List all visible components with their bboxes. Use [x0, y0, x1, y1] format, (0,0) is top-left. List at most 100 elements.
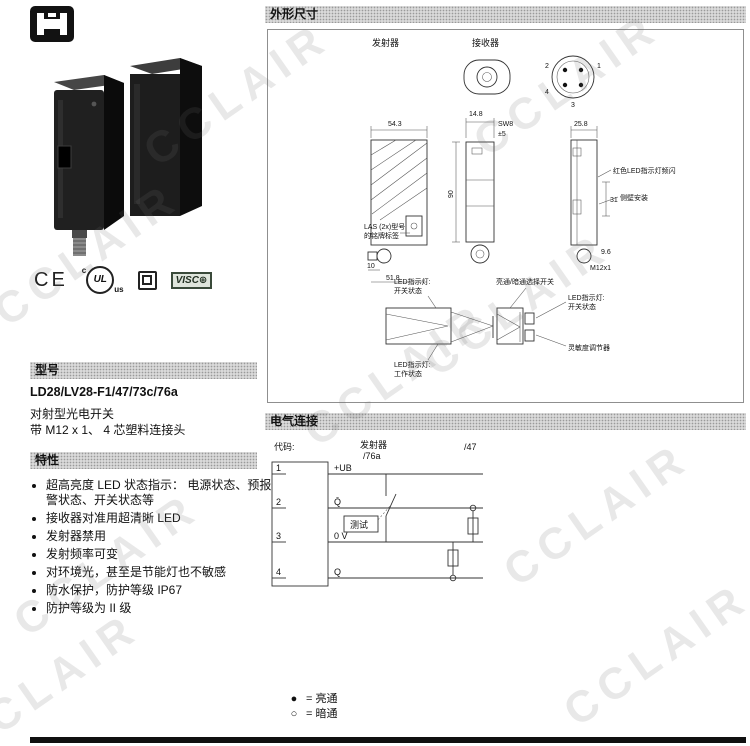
connector-pinout: 2 1 4 3 — [545, 55, 601, 109]
feature-item: 防水保护，防护等级 IP67 — [46, 583, 272, 598]
status-led — [91, 101, 97, 107]
pin-3-label: 3 — [571, 102, 575, 109]
pin-label-q: Q — [334, 567, 341, 577]
watermark: CCLAIR — [0, 603, 149, 746]
annotation-led-power-2: 工作状态 — [394, 369, 422, 378]
dim-m12x1: M12x1 — [590, 265, 611, 272]
feature-item: 超高亮度 LED 状态指示： 电源状态、预报警状态、开关状态等 — [46, 478, 272, 508]
legend-light-on: ● = 亮通 — [288, 692, 338, 707]
annotation-side-mount: 侧壁安装 — [620, 193, 648, 202]
receiver-label: 接收器 — [472, 37, 499, 48]
annotation-las-line2: 的铭牌标签 — [364, 231, 399, 240]
pin-number: 4 — [276, 567, 281, 577]
feature-item: 接收器对准用超清晰 LED — [46, 511, 272, 526]
ul-us-label: us — [114, 285, 124, 294]
annotation-red-led: 红色LED指示灯频闪 — [613, 166, 676, 175]
pin-number: 3 — [276, 531, 281, 541]
emitter-side-view: 54.3 90 10 51.8 — [367, 121, 460, 283]
feature-item: 发射频率可变 — [46, 547, 272, 562]
model-name: LD28/LV28-F1/47/73c/76a — [30, 385, 178, 399]
dim-25-8: 25.8 — [574, 121, 588, 128]
dimensions-drawing-box: 发射器 接收器 2 1 4 3 — [267, 29, 744, 403]
feature-item: 发射器禁用 — [46, 529, 272, 544]
receiver-side-view: 25.8 31 9.6 M12x1 红色LED指示灯频闪 侧壁安装 — [570, 121, 676, 272]
ce-mark: CE — [34, 268, 68, 291]
model-description-line2: 带 M12 x 1、 4 芯塑料连接头 — [30, 423, 186, 437]
output-load-circuit — [447, 504, 479, 582]
signal-lines: +UB Q̄ 0 V Q — [328, 463, 483, 579]
dim-31: 31 — [610, 197, 618, 204]
rear-sensor — [130, 58, 202, 216]
features-section-header: 特性 — [30, 452, 257, 469]
emitter-test-circuit: 测试 — [343, 474, 397, 542]
feature-item: 防护等级为 II 级 — [46, 601, 272, 616]
emitter-label: 发射器 — [372, 37, 399, 48]
inner-square — [142, 275, 153, 285]
annotation-las-line1: LAS (2x)型号 — [364, 222, 405, 231]
test-label: 测试 — [350, 519, 368, 530]
annotation-led-switch-top-2: 开关状态 — [394, 286, 422, 295]
electrical-header-label: 电气连接 — [270, 414, 319, 428]
dim-90: 90 — [448, 190, 455, 198]
lens-window — [57, 145, 72, 169]
model-section-header: 型号 — [30, 362, 257, 379]
annotation-sensitivity: 灵敏度调节器 — [568, 343, 610, 352]
pin-1-label: 1 — [597, 63, 601, 70]
dim-tol: ±5 — [498, 131, 506, 138]
dim-14-8: 14.8 — [469, 111, 483, 118]
annotation-led-switch-top-1: LED指示灯: — [394, 277, 431, 286]
dim-51-8: 51.8 — [386, 275, 400, 282]
dim-54-3: 54.3 — [388, 121, 402, 128]
legend-label: = 暗通 — [306, 708, 338, 720]
electrical-section-header: 电气连接 — [265, 413, 746, 430]
features-header-label: 特性 — [35, 453, 60, 467]
variant-47-label: /47 — [464, 442, 477, 452]
feature-item: 对环境光，甚至是节能灯也不敏感 — [46, 565, 272, 580]
legend-label: = 亮通 — [306, 693, 338, 705]
dim-sw8: SW8 — [498, 121, 513, 128]
beam-schematic: LED指示灯: 开关状态 亮通/暗通选择开关 LED指示灯: 开关状态 灵敏度调… — [385, 277, 610, 378]
annotation-led-switch-right-2: 开关状态 — [568, 302, 596, 311]
footer-divider-bar — [30, 737, 746, 743]
dim-9-6: 9.6 — [601, 249, 611, 256]
connector-side-view — [463, 59, 511, 95]
legend-dark-on: ○ = 暗通 — [288, 707, 338, 722]
annotation-light-dark-switch: 亮通/暗通选择开关 — [496, 277, 554, 286]
model-description-line1: 对射型光电开关 — [30, 407, 115, 421]
front-sensor — [54, 75, 124, 256]
protection-class-ii-icon — [137, 270, 157, 290]
ul-c-label: c — [81, 266, 87, 275]
m12-connector — [72, 230, 87, 256]
model-header-label: 型号 — [35, 363, 60, 377]
certification-row: CE c UL us VISC⊕ — [34, 266, 213, 294]
features-list: 超高亮度 LED 状态指示： 电源状态、预报警状态、开关状态等 接收器对准用超清… — [30, 478, 272, 619]
ul-label: UL — [93, 274, 107, 285]
product-photo — [54, 58, 202, 256]
code-label: 代码: — [274, 442, 295, 452]
terminal-block: 1 2 3 4 — [271, 461, 329, 587]
emitter-column-label: 发射器 — [360, 439, 387, 450]
pin-2-label: 2 — [545, 63, 549, 70]
ul-certification-mark: c UL us — [82, 266, 124, 294]
pin-number: 1 — [276, 463, 281, 473]
pin-number: 2 — [276, 497, 281, 507]
filled-circle-symbol: ● — [290, 693, 298, 705]
ul-circle: UL — [86, 266, 115, 294]
dimensions-drawing: 发射器 接收器 2 1 4 3 — [364, 37, 676, 378]
output-legend: ● = 亮通 ○ = 暗通 — [288, 692, 338, 722]
pin-label-0v: 0 V — [334, 531, 348, 541]
annotation-led-switch-right-1: LED指示灯: — [568, 293, 605, 302]
pin-4-label: 4 — [545, 89, 549, 96]
visco-badge: VISC⊕ — [170, 271, 213, 289]
pin-label-ub: +UB — [334, 463, 352, 473]
las-label-annotation: LAS (2x)型号 的铭牌标签 — [364, 222, 410, 240]
variant-76a-label: /76a — [363, 451, 381, 461]
pin-label-qbar: Q̄ — [334, 497, 341, 507]
dimensions-section-header: 外形尺寸 — [265, 6, 746, 23]
annotation-led-power-1: LED指示灯: — [394, 360, 431, 369]
open-circle-symbol: ○ — [290, 708, 298, 720]
electrical-diagram: 代码: 发射器 /76a /47 1 2 3 4 +UB Q̄ 0 V Q — [271, 439, 483, 587]
watermark: CCLAIR — [555, 573, 750, 737]
dim-10: 10 — [367, 263, 375, 270]
